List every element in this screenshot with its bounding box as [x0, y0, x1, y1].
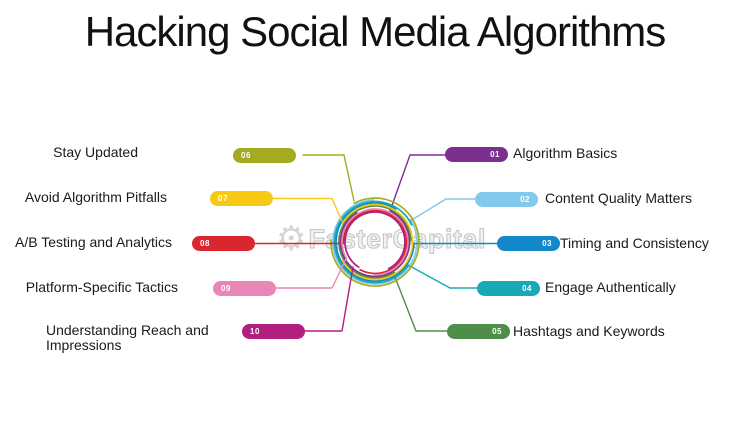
page-title: Hacking Social Media Algorithms	[84, 8, 667, 55]
topic-badge-01: 01	[445, 147, 508, 162]
topic-label-06: Stay Updated	[53, 144, 138, 160]
topic-label-03: Timing and Consistency	[560, 235, 709, 251]
topic-number-05: 05	[492, 326, 502, 336]
topic-badge-07: 07	[210, 191, 273, 206]
topic-label-07: Avoid Algorithm Pitfalls	[24, 189, 167, 205]
topic-badge-03: 03	[497, 236, 560, 251]
connector-line	[342, 209, 408, 275]
topic-badge-10: 10	[242, 324, 305, 339]
connector-line	[332, 199, 418, 285]
connector-line	[339, 210, 411, 278]
connector-line	[341, 208, 409, 276]
topic-badge-08: 08	[192, 236, 255, 251]
topic-number-10: 10	[250, 326, 260, 336]
topic-label-04: Engage Authentically	[545, 279, 676, 295]
topic-badge-05: 05	[447, 324, 510, 339]
topic-number-01: 01	[490, 149, 500, 159]
connector-line	[274, 258, 347, 289]
connector-line	[304, 266, 354, 332]
connector-line	[338, 205, 412, 279]
connector-line	[392, 271, 448, 332]
topic-number-08: 08	[200, 238, 210, 248]
topic-badge-04: 04	[477, 281, 540, 296]
topic-number-04: 04	[522, 283, 532, 293]
topic-number-06: 06	[241, 150, 251, 160]
topic-label-10: Understanding Reach and Impressions	[46, 322, 209, 353]
connector-line	[389, 154, 446, 212]
connector-line	[344, 211, 406, 270]
connector-line	[335, 202, 415, 282]
topic-label-09: Platform-Specific Tactics	[25, 279, 178, 295]
topic-label-01: Algorithm Basics	[513, 145, 618, 161]
topic-number-03: 03	[542, 238, 552, 248]
connector-line	[333, 200, 413, 284]
gear-icon: ⚙	[276, 220, 307, 258]
connector-line	[272, 197, 343, 222]
topic-number-02: 02	[520, 194, 530, 204]
connector-line	[407, 264, 478, 289]
topic-badge-09: 09	[213, 281, 276, 296]
topic-badge-06: 06	[233, 148, 296, 163]
topic-badge-02: 02	[475, 192, 538, 207]
connector-line	[409, 198, 476, 222]
connector-line	[302, 154, 355, 202]
topic-number-07: 07	[218, 193, 228, 203]
topic-number-09: 09	[221, 283, 231, 293]
connector-line	[330, 197, 420, 287]
topic-label-05: Hashtags and Keywords	[513, 323, 665, 339]
connector-line	[341, 203, 414, 281]
topic-label-08: A/B Testing and Analytics	[15, 234, 172, 250]
topic-label-02: Content Quality Matters	[545, 190, 693, 206]
